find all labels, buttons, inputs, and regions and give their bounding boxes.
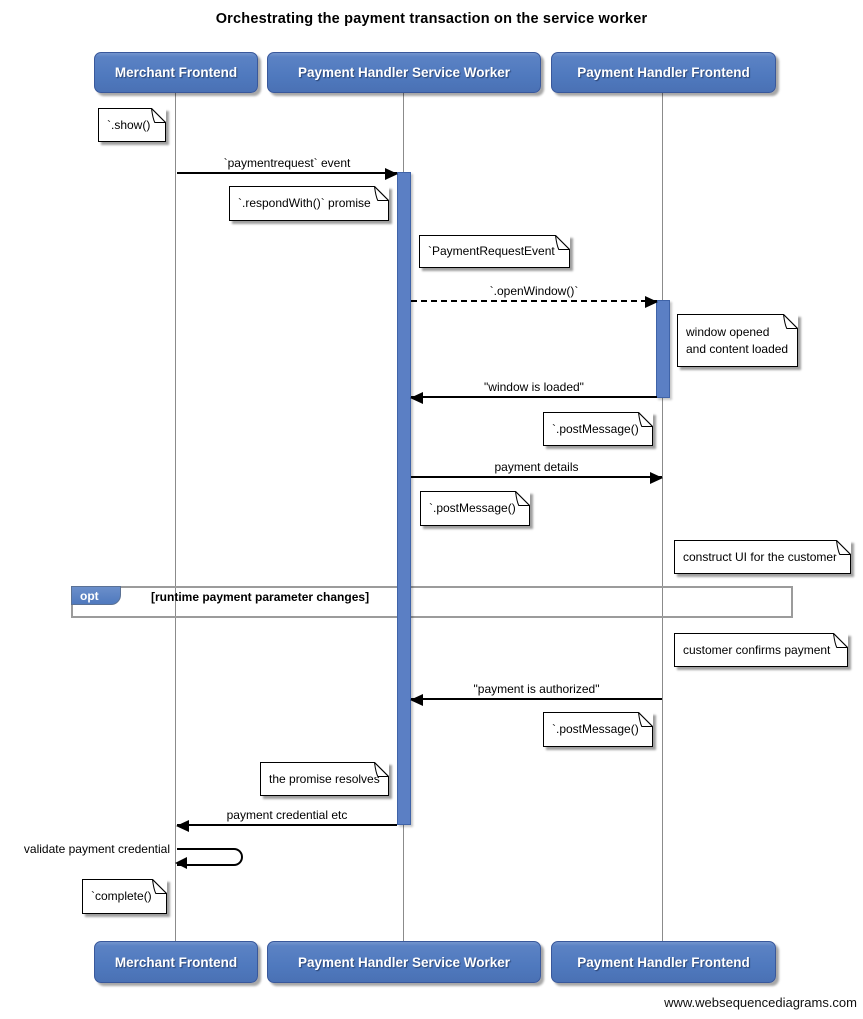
arrowhead-right-icon bbox=[650, 472, 663, 484]
note-fold-icon bbox=[374, 186, 389, 201]
message-openwindow: `.openWindow()` bbox=[411, 284, 658, 308]
arrowhead-left-icon bbox=[176, 820, 189, 832]
note-paymentrequestevent: `PaymentRequestEvent` bbox=[419, 235, 570, 268]
message-line bbox=[177, 824, 397, 826]
message-label: `.openWindow()` bbox=[489, 284, 579, 298]
activation-service-worker bbox=[397, 172, 411, 825]
message-payment-credential-etc: payment credential etc bbox=[176, 808, 397, 832]
note-fold-icon bbox=[151, 108, 166, 123]
note-customer-confirms: customer confirms payment bbox=[674, 633, 848, 667]
participant-merchant-frontend-top: Merchant Frontend bbox=[94, 52, 258, 93]
watermark: www.websequencediagrams.com bbox=[664, 995, 857, 1010]
self-message-label: validate payment credential bbox=[23, 842, 170, 856]
note-postmessage-2: `.postMessage()` bbox=[420, 491, 530, 526]
note-construct-ui: construct UI for the customer bbox=[674, 540, 851, 574]
note-fold-icon bbox=[836, 540, 851, 555]
activation-payment-handler-frontend bbox=[656, 300, 670, 398]
note-complete: `complete()` bbox=[82, 879, 167, 914]
note-fold-icon bbox=[833, 633, 848, 648]
message-line bbox=[411, 476, 662, 478]
note-fold-icon bbox=[515, 491, 530, 506]
arrowhead-left-icon bbox=[175, 857, 187, 869]
message-line bbox=[411, 396, 657, 398]
note-show: `.show()` bbox=[98, 108, 166, 142]
message-payment-details: payment details bbox=[411, 460, 663, 484]
opt-condition: [runtime payment parameter changes] bbox=[151, 590, 370, 604]
participant-service-worker-bottom: Payment Handler Service Worker bbox=[267, 941, 541, 983]
note-fold-icon bbox=[374, 762, 389, 777]
message-label: payment details bbox=[494, 460, 579, 474]
message-paymentrequest-event: `paymentrequest` event bbox=[177, 156, 398, 180]
note-fold-icon bbox=[638, 712, 653, 727]
message-window-is-loaded: "window is loaded" bbox=[410, 380, 657, 404]
note-postmessage-3: `.postMessage()` bbox=[543, 712, 653, 747]
arrowhead-right-icon bbox=[385, 168, 398, 180]
opt-operator-tab: opt bbox=[71, 586, 121, 605]
note-fold-icon bbox=[638, 412, 653, 427]
message-validate-payment-credential bbox=[175, 848, 243, 869]
message-payment-is-authorized: "payment is authorized" bbox=[410, 682, 662, 706]
message-label: "window is loaded" bbox=[484, 380, 584, 394]
participant-payment-handler-frontend-bottom: Payment Handler Frontend bbox=[551, 941, 776, 983]
message-label: `paymentrequest` event bbox=[223, 156, 351, 170]
message-line bbox=[177, 172, 397, 174]
note-postmessage-1: `.postMessage()` bbox=[543, 412, 653, 446]
message-line bbox=[411, 300, 657, 302]
participant-merchant-frontend-bottom: Merchant Frontend bbox=[94, 941, 258, 983]
opt-frame: opt [runtime payment parameter changes] bbox=[71, 586, 793, 618]
arrowhead-left-icon bbox=[410, 392, 423, 404]
note-window-opened: window opened and content loaded bbox=[677, 314, 798, 367]
lifeline-merchant-frontend bbox=[175, 93, 176, 941]
arrowhead-right-icon bbox=[645, 296, 658, 308]
arrowhead-left-icon bbox=[410, 694, 423, 706]
diagram-title: Orchestrating the payment transaction on… bbox=[215, 11, 648, 27]
note-fold-icon bbox=[555, 235, 570, 250]
message-label: "payment is authorized" bbox=[473, 682, 600, 696]
note-fold-icon bbox=[152, 879, 167, 894]
lifeline-payment-handler-frontend bbox=[662, 93, 663, 941]
note-promise-resolves: the promise resolves bbox=[260, 762, 389, 796]
participant-payment-handler-frontend-top: Payment Handler Frontend bbox=[551, 52, 776, 93]
note-fold-icon bbox=[783, 314, 798, 329]
note-respondwith-promise: `.respondWith()` promise bbox=[229, 186, 389, 221]
message-line bbox=[411, 698, 662, 700]
participant-service-worker-top: Payment Handler Service Worker bbox=[267, 52, 541, 93]
message-label: payment credential etc bbox=[226, 808, 348, 822]
